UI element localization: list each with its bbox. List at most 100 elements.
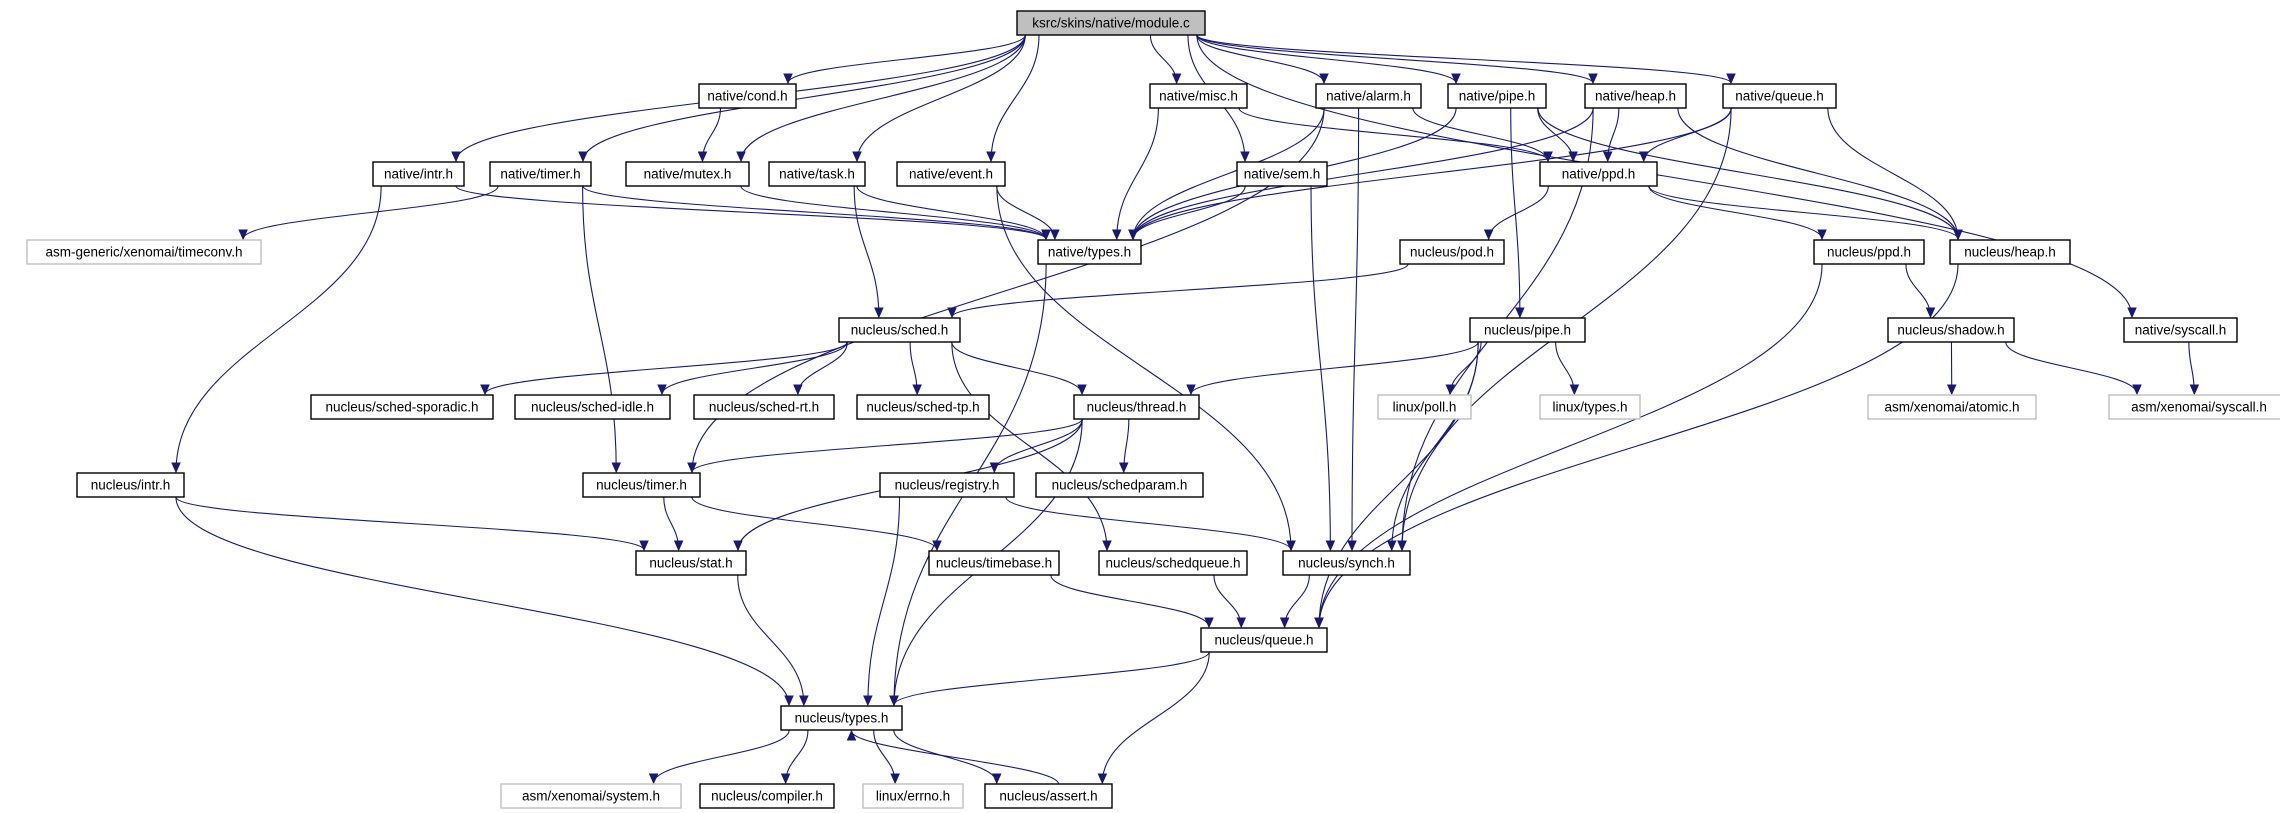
node-sched-rt[interactable]: nucleus/sched-rt.h (693, 394, 835, 420)
node-native-intr[interactable]: native/intr.h (372, 161, 465, 187)
edge-arrowhead (648, 773, 659, 785)
node-linux-poll: linux/poll.h (1377, 394, 1472, 420)
node-sched-idle[interactable]: nucleus/sched-idle.h (514, 394, 671, 420)
node-box (1037, 239, 1142, 265)
edge-nucleus_intr-to-nucleus_types (175, 496, 794, 707)
node-nucleus-timer[interactable]: nucleus/timer.h (582, 472, 701, 498)
node-nucleus-registry[interactable]: nucleus/registry.h (879, 472, 1015, 498)
edge-native_event-to-native_types (996, 185, 1060, 241)
node-nucleus-types[interactable]: nucleus/types.h (780, 705, 903, 731)
node-native-sem[interactable]: native/sem.h (1236, 161, 1328, 187)
node-label: linux/types.h (1552, 400, 1627, 415)
edge-arrowhead (1319, 73, 1329, 85)
node-nucleus-intr[interactable]: nucleus/intr.h (76, 472, 185, 498)
node-sched-tp[interactable]: nucleus/sched-tp.h (856, 394, 990, 420)
node-box (1469, 317, 1586, 343)
edge-native_mutex-to-native_types (740, 185, 1051, 241)
node-nucleus-stat[interactable]: nucleus/stat.h (635, 550, 747, 576)
node-nucleus-heap[interactable]: nucleus/heap.h (1949, 239, 2071, 265)
node-native-heap[interactable]: native/heap.h (1584, 83, 1687, 109)
node-box (1447, 83, 1547, 109)
node-label: asm/xenomai/atomic.h (1884, 400, 2019, 415)
node-linux-errno: linux/errno.h (862, 783, 964, 809)
node-nucleus-compiler[interactable]: nucleus/compiler.h (699, 783, 835, 809)
edge-line (1213, 574, 1242, 628)
node-label: nucleus/intr.h (91, 478, 171, 493)
node-native-task[interactable]: native/task.h (768, 161, 866, 187)
edge-arrowhead (611, 462, 622, 474)
node-label: nucleus/sched-idle.h (531, 400, 654, 415)
edge-nucleus_pipe-to-linux_types (1555, 341, 1580, 396)
edge-line (691, 418, 1083, 473)
node-nucleus-pipe[interactable]: nucleus/pipe.h (1469, 317, 1586, 343)
node-box (1016, 10, 1206, 36)
node-nucleus-schedparam[interactable]: nucleus/schedparam.h (1035, 472, 1204, 498)
node-asm-timeconv: asm-generic/xenomai/timeconv.h (26, 239, 262, 265)
node-native-event[interactable]: native/event.h (896, 161, 1006, 187)
edge-native_ppd-to-nucleus_ppd (1648, 185, 1827, 241)
node-native-pipe[interactable]: native/pipe.h (1447, 83, 1547, 109)
node-native-misc[interactable]: native/misc.h (1149, 83, 1248, 109)
node-label: native/alarm.h (1326, 89, 1411, 104)
node-native-types[interactable]: native/types.h (1037, 239, 1142, 265)
edge-arrowhead (991, 773, 1002, 785)
edge-line (1238, 107, 1549, 162)
node-nucleus-queue[interactable]: nucleus/queue.h (1200, 627, 1328, 653)
node-nucleus-schedqueue[interactable]: nucleus/schedqueue.h (1098, 550, 1248, 576)
node-label: nucleus/registry.h (895, 478, 1000, 493)
node-box (698, 83, 797, 109)
edge-arrowhead (687, 462, 697, 474)
node-native-ppd[interactable]: native/ppd.h (1539, 161, 1658, 187)
node-native-syscall[interactable]: native/syscall.h (2123, 317, 2238, 343)
node-nucleus-thread[interactable]: nucleus/thread.h (1073, 394, 1200, 420)
node-sched-sporadic[interactable]: nucleus/sched-sporadic.h (310, 394, 494, 420)
edge-native_queue-to-native_ppd (1638, 107, 1732, 163)
node-box (862, 783, 964, 809)
edge-module_c-to-native_alarm (1196, 34, 1329, 85)
node-label: nucleus/compiler.h (711, 789, 823, 804)
node-nucleus-synch[interactable]: nucleus/synch.h (1282, 550, 1411, 576)
node-label: nucleus/assert.h (999, 789, 1097, 804)
node-box (26, 239, 262, 265)
node-box (768, 161, 866, 187)
edge-arrowhead (657, 384, 667, 396)
node-nucleus-assert[interactable]: nucleus/assert.h (984, 783, 1113, 809)
node-label: nucleus/queue.h (1214, 633, 1313, 648)
edge-nucleus_pod-to-nucleus_sched (947, 263, 1409, 319)
edge-native_ppd-to-nucleus_pod (1483, 185, 1549, 241)
node-nucleus-shadow[interactable]: nucleus/shadow.h (1887, 317, 2015, 343)
node-nucleus-ppd[interactable]: nucleus/ppd.h (1813, 239, 1925, 265)
edge-arrowhead (846, 729, 857, 741)
node-box (1722, 83, 1837, 109)
edge-line (484, 341, 848, 395)
edge-nucleus_types-to-nucleus_assert (893, 729, 1002, 785)
node-box (1539, 394, 1641, 420)
node-nucleus-sched[interactable]: nucleus/sched.h (838, 317, 961, 343)
edge-arrowhead (1445, 384, 1456, 396)
node-native-mutex[interactable]: native/mutex.h (625, 161, 750, 187)
node-label: nucleus/timer.h (596, 478, 687, 493)
node-native-queue[interactable]: native/queue.h (1722, 83, 1837, 109)
edge-module_c-to-native_timer (578, 34, 1026, 163)
edge-line (1351, 107, 1360, 551)
node-box (1035, 472, 1204, 498)
edge-arrowhead (480, 384, 490, 396)
node-nucleus-timebase[interactable]: nucleus/timebase.h (928, 550, 1060, 576)
edge-native_cond-to-native_mutex (697, 107, 722, 163)
edge-module_c-to-native_misc (1149, 34, 1182, 85)
node-native-timer[interactable]: native/timer.h (489, 161, 592, 187)
node-label: nucleus/heap.h (1964, 245, 2056, 260)
edge-module_c-to-native_syscall (1196, 34, 2137, 319)
node-nucleus-pod[interactable]: nucleus/pod.h (1399, 239, 1505, 265)
edge-line (582, 185, 1047, 240)
edge-nucleus_ppd-to-nucleus_shadow (1905, 263, 1936, 319)
edge-line (1196, 34, 1325, 84)
edge-nucleus_pipe-to-nucleus_thread (1186, 341, 1479, 396)
edge-layer (171, 34, 2200, 785)
edge-arrowhead (733, 540, 743, 552)
node-native-cond[interactable]: native/cond.h (698, 83, 797, 109)
node-box (625, 161, 750, 187)
node-native-alarm[interactable]: native/alarm.h (1315, 83, 1422, 109)
node-box (635, 550, 747, 576)
